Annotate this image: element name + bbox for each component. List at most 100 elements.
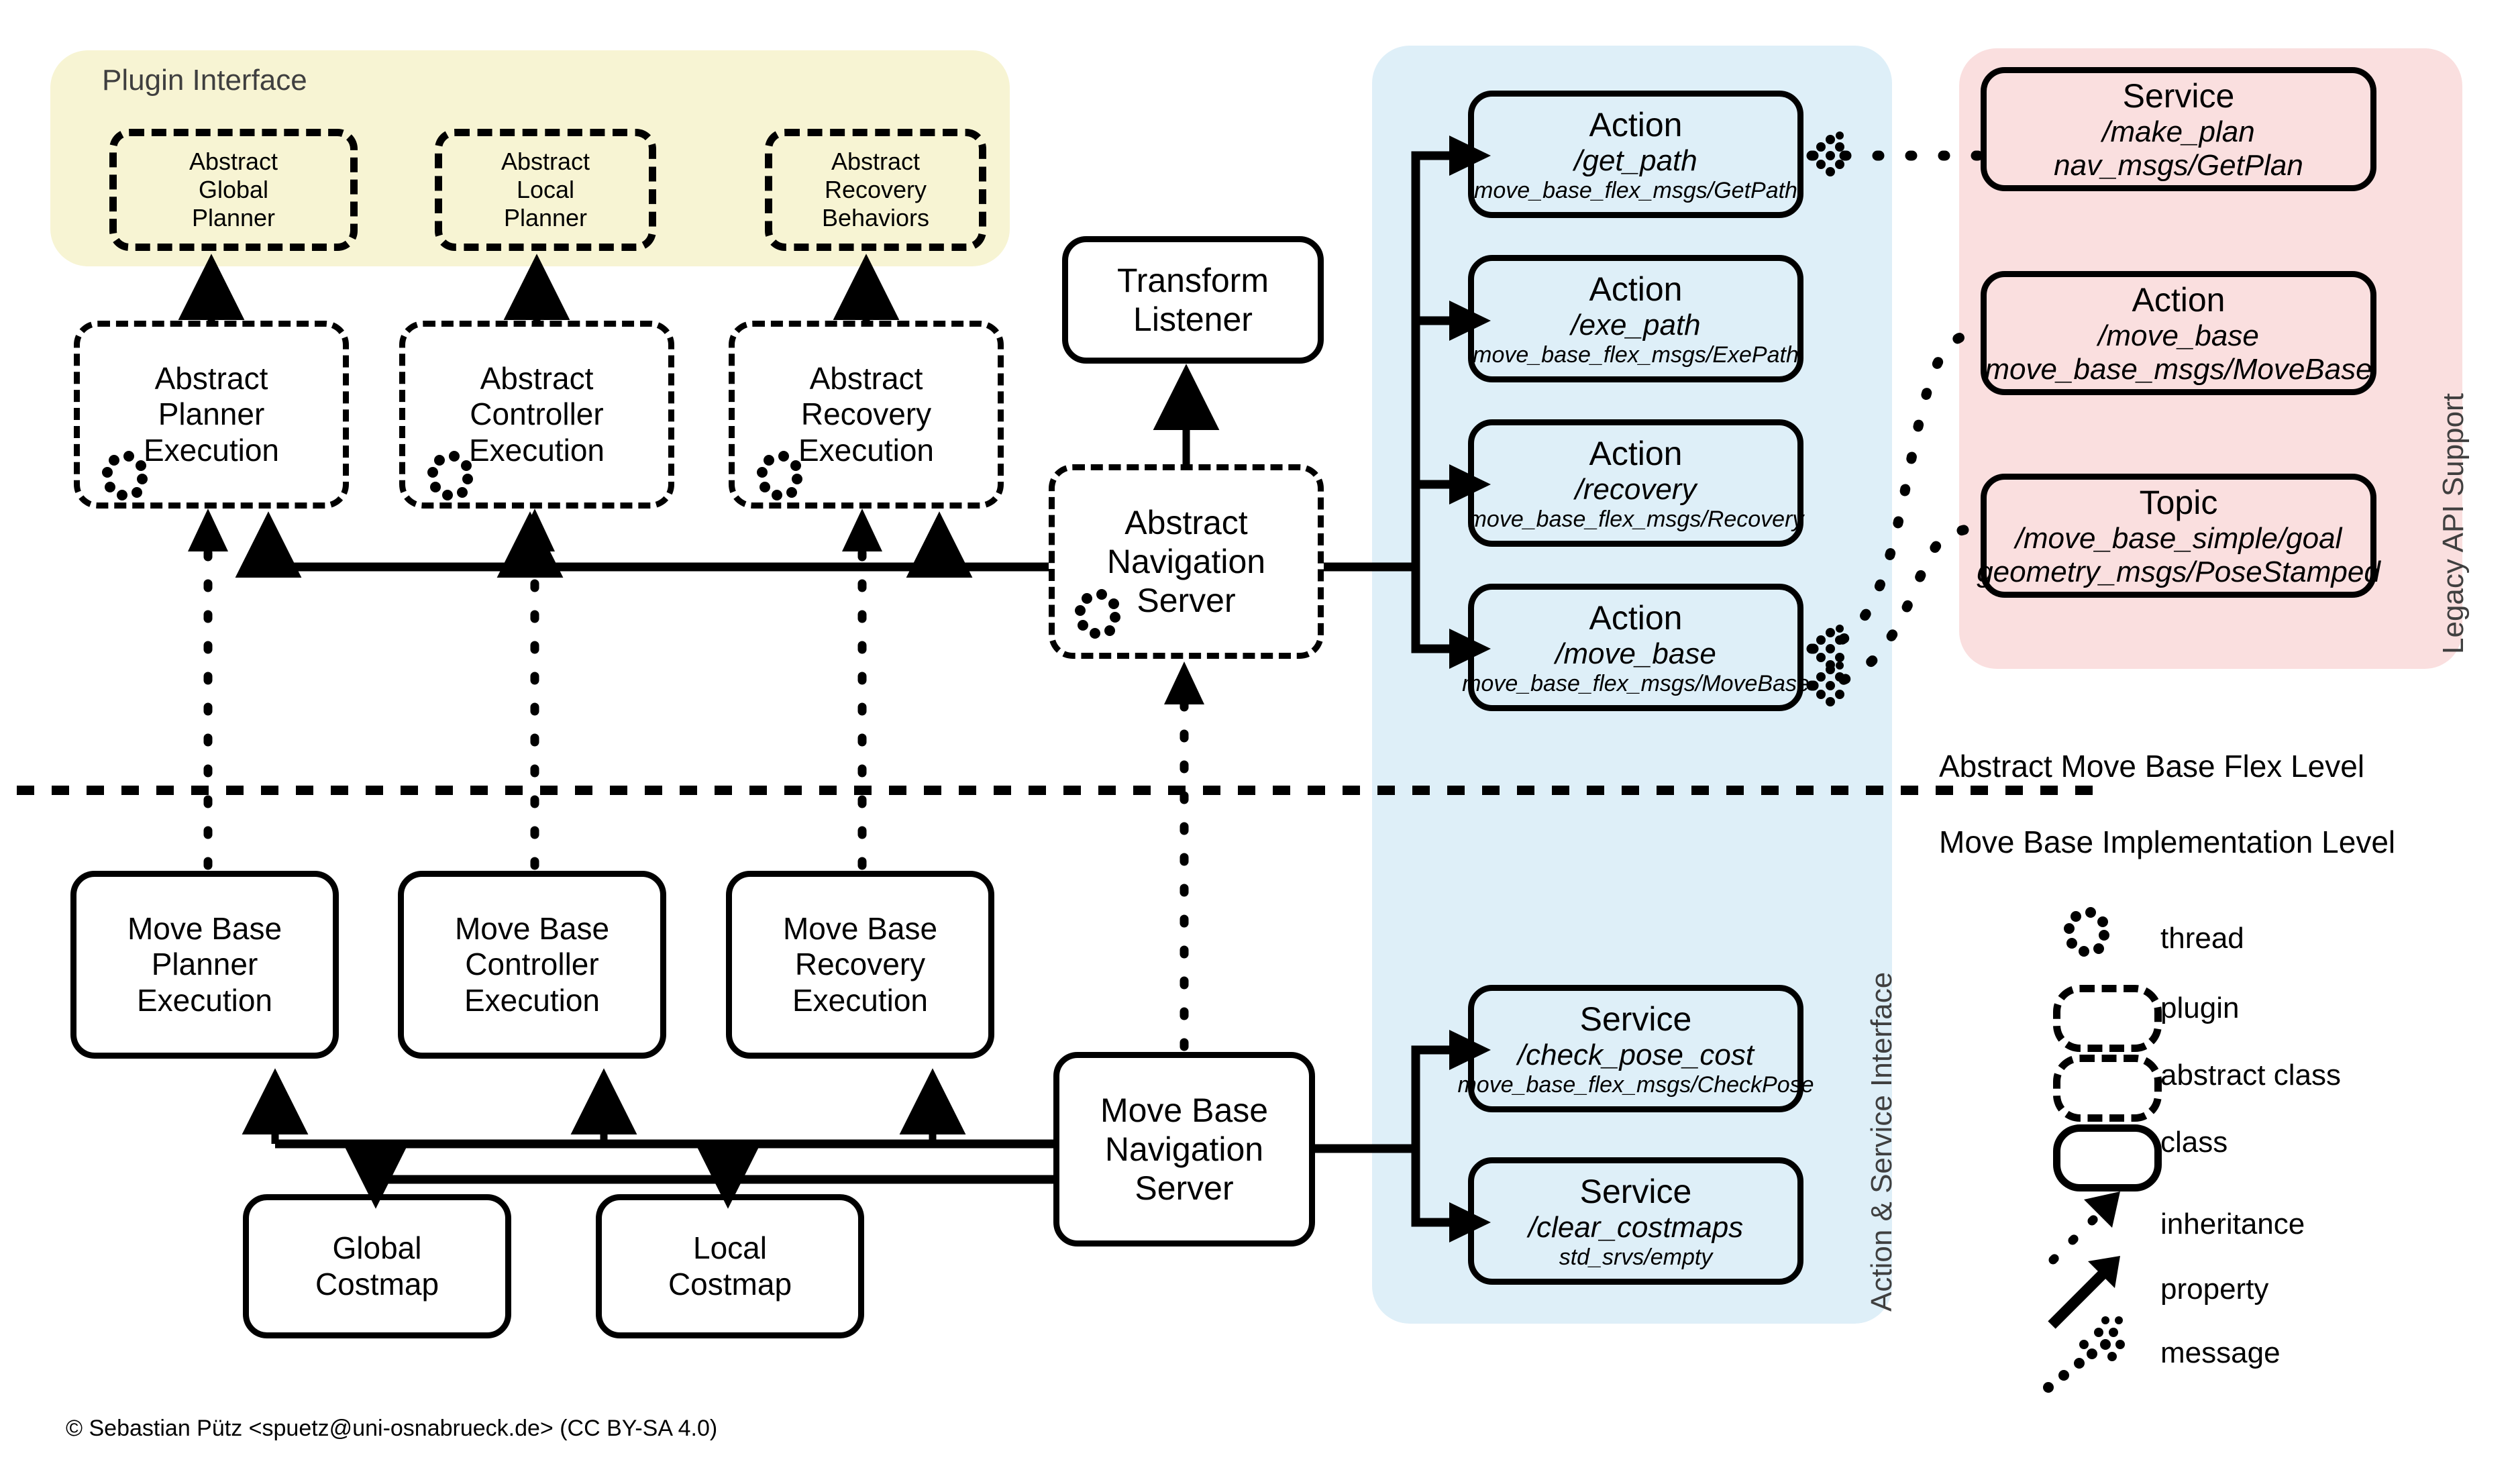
node-line: Navigation xyxy=(1106,543,1266,580)
region-label-legacy-api-support: Legacy API Support xyxy=(2437,393,2470,654)
node-line: Abstract xyxy=(189,148,278,176)
legend-label: property xyxy=(2160,1273,2269,1306)
region-label-plugin-interface: Plugin Interface xyxy=(102,64,307,97)
node-line: Recovery xyxy=(794,947,926,982)
abstract-class-shape-icon xyxy=(2053,1055,2162,1122)
node-line: Execution xyxy=(136,982,272,1018)
node-line: Server xyxy=(1135,1169,1234,1207)
node-line: Move Base xyxy=(782,910,938,946)
node-line: Behaviors xyxy=(821,203,930,231)
legacy-service-make-plan[interactable]: Service /make_plan nav_msgs/GetPlan xyxy=(1981,67,2376,191)
inheritance-arrow-icon xyxy=(2048,1191,2120,1265)
node-kind: Action xyxy=(1589,106,1683,144)
node-line: Execution xyxy=(468,432,605,468)
abstract-controller-execution[interactable]: Abstract Controller Execution xyxy=(399,321,674,509)
message-arrow-icon xyxy=(2043,1316,2125,1393)
legend-label: inheritance xyxy=(2160,1208,2305,1240)
node-line: Recovery xyxy=(824,176,927,204)
node-line: Server xyxy=(1137,582,1236,619)
node-line: Planner xyxy=(158,396,265,432)
node-line: Local xyxy=(693,1230,767,1266)
node-line: Move Base xyxy=(127,910,282,946)
node-line: Listener xyxy=(1133,301,1253,338)
local-costmap[interactable]: Local Costmap xyxy=(596,1194,864,1338)
node-line: Controller xyxy=(465,947,599,982)
node-line: Execution xyxy=(464,982,600,1018)
legend-item-thread: thread xyxy=(2160,922,2244,955)
node-line: Abstract xyxy=(1124,504,1248,541)
node-type: std_srvs/empty xyxy=(1559,1244,1713,1270)
node-line: Controller xyxy=(470,396,604,432)
node-path: /exe_path xyxy=(1571,309,1701,342)
plugin-abstract-recovery-behaviors[interactable]: Abstract Recovery Behaviors xyxy=(765,129,986,251)
legend-label: class xyxy=(2160,1126,2228,1159)
node-type: nav_msgs/GetPlan xyxy=(2054,148,2303,182)
node-path: /move_base xyxy=(1555,637,1716,671)
legacy-action-move-base[interactable]: Action /move_base move_base_msgs/MoveBas… xyxy=(1981,271,2376,395)
action-move-base[interactable]: Action /move_base move_base_flex_msgs/Mo… xyxy=(1462,584,1810,711)
node-line: Global xyxy=(198,176,269,204)
node-kind: Action xyxy=(1589,435,1683,473)
node-kind: Action xyxy=(2132,281,2225,319)
legend-item-class: class xyxy=(2160,1126,2228,1159)
node-type: geometry_msgs/PoseStamped xyxy=(1977,555,2380,588)
node-line: Move Base xyxy=(454,910,610,946)
abstract-planner-execution[interactable]: Abstract Planner Execution xyxy=(74,321,349,509)
node-line: Move Base xyxy=(1100,1092,1269,1129)
level-label-implementation: Move Base Implementation Level xyxy=(1939,825,2396,859)
legend-item-inheritance: inheritance xyxy=(2160,1208,2305,1241)
node-type: move_base_flex_msgs/GetPath xyxy=(1474,177,1797,203)
node-line: Costmap xyxy=(668,1266,792,1302)
plugin-abstract-local-planner[interactable]: Abstract Local Planner xyxy=(435,129,656,251)
action-exe-path[interactable]: Action /exe_path move_base_flex_msgs/Exe… xyxy=(1468,255,1803,382)
node-line: Global xyxy=(332,1230,422,1266)
node-type: move_base_flex_msgs/Recovery xyxy=(1467,506,1804,532)
node-path: /move_base_simple/goal xyxy=(2015,522,2342,555)
node-line: Execution xyxy=(792,982,928,1018)
node-type: move_base_msgs/MoveBase xyxy=(1985,352,2372,386)
node-line: Abstract xyxy=(154,360,268,396)
plugin-abstract-global-planner[interactable]: Abstract Global Planner xyxy=(109,129,358,251)
node-path: /recovery xyxy=(1575,473,1697,507)
legend-label: plugin xyxy=(2160,992,2240,1024)
node-type: move_base_flex_msgs/CheckPose xyxy=(1457,1071,1814,1098)
node-path: /clear_costmaps xyxy=(1528,1211,1744,1244)
node-path: /move_base xyxy=(2098,319,2259,353)
move-base-planner-execution[interactable]: Move Base Planner Execution xyxy=(70,871,339,1059)
global-costmap[interactable]: Global Costmap xyxy=(243,1194,511,1338)
node-type: move_base_flex_msgs/MoveBase xyxy=(1462,670,1810,696)
abstract-navigation-server[interactable]: Abstract Navigation Server xyxy=(1049,464,1324,659)
legacy-topic-move-base-simple-goal[interactable]: Topic /move_base_simple/goal geometry_ms… xyxy=(1977,474,2380,598)
node-kind: Topic xyxy=(2139,484,2218,522)
node-line: Abstract xyxy=(480,360,594,396)
abstract-recovery-execution[interactable]: Abstract Recovery Execution xyxy=(729,321,1004,509)
node-line: Execution xyxy=(798,432,934,468)
plugin-shape-icon xyxy=(2053,985,2162,1052)
property-arrow-icon xyxy=(2048,1256,2120,1329)
service-clear-costmaps[interactable]: Service /clear_costmaps std_srvs/empty xyxy=(1468,1157,1803,1285)
level-label-abstract: Abstract Move Base Flex Level xyxy=(1939,749,2365,784)
legend-label: message xyxy=(2160,1336,2281,1369)
node-line: Planner xyxy=(151,947,258,982)
move-base-navigation-server[interactable]: Move Base Navigation Server xyxy=(1053,1052,1315,1247)
node-kind: Action xyxy=(1589,599,1683,637)
node-line: Navigation xyxy=(1104,1130,1264,1168)
region-plugin-interface xyxy=(50,50,1010,266)
move-base-recovery-execution[interactable]: Move Base Recovery Execution xyxy=(726,871,994,1059)
action-recovery[interactable]: Action /recovery move_base_flex_msgs/Rec… xyxy=(1468,419,1803,547)
legend-item-plugin: plugin xyxy=(2160,992,2239,1025)
region-label-action-service-interface: Action & Service Interface xyxy=(1865,971,1898,1312)
node-line: Abstract xyxy=(501,148,590,176)
node-path: /check_pose_cost xyxy=(1517,1039,1754,1072)
transform-listener[interactable]: Transform Listener xyxy=(1062,236,1324,364)
node-kind: Service xyxy=(2122,77,2235,115)
node-line: Recovery xyxy=(800,396,932,432)
legend-item-abstract-class: abstract class xyxy=(2160,1059,2341,1092)
service-check-pose-cost[interactable]: Service /check_pose_cost move_base_flex_… xyxy=(1457,985,1814,1112)
node-path: /make_plan xyxy=(2102,115,2255,149)
action-get-path[interactable]: Action /get_path move_base_flex_msgs/Get… xyxy=(1468,91,1803,218)
node-line: Abstract xyxy=(831,148,921,176)
legend-label: thread xyxy=(2160,922,2244,955)
move-base-controller-execution[interactable]: Move Base Controller Execution xyxy=(398,871,666,1059)
node-line: Costmap xyxy=(315,1266,439,1302)
